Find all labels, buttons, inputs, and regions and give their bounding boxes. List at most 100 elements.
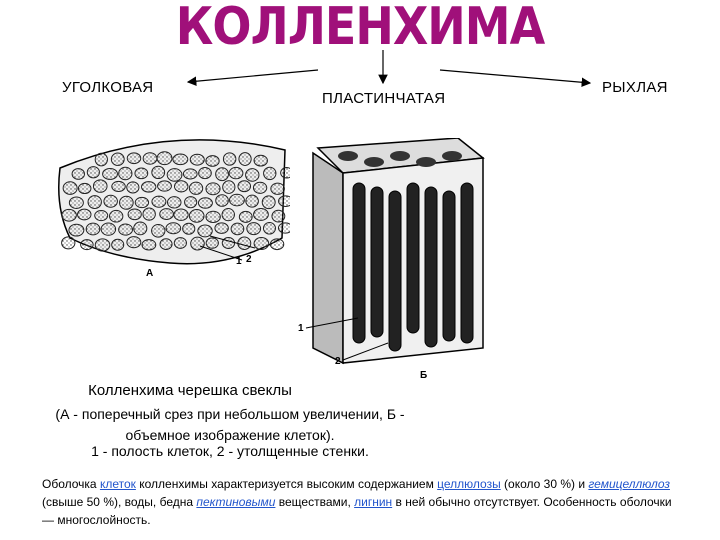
cell xyxy=(68,223,85,237)
cell xyxy=(94,209,109,222)
cell xyxy=(205,237,219,249)
cells-b xyxy=(338,151,474,352)
desc-text-5: веществами, xyxy=(275,495,355,509)
cell xyxy=(87,195,102,209)
desc-text-6: в ней обычно отсутствует. Особенность об… xyxy=(42,495,672,527)
link-cellulose[interactable]: целлюлозы xyxy=(437,477,501,491)
cell xyxy=(85,222,101,236)
cell xyxy=(77,208,92,221)
cell xyxy=(205,155,220,167)
cell xyxy=(126,152,142,165)
cell-column xyxy=(370,186,384,338)
cell xyxy=(238,210,253,223)
cell xyxy=(278,195,290,207)
cell xyxy=(92,179,108,193)
cell xyxy=(157,180,172,192)
cell xyxy=(172,153,189,166)
cell xyxy=(253,208,269,221)
cell xyxy=(270,182,285,195)
cell xyxy=(182,168,198,180)
cell xyxy=(165,222,182,235)
cell xyxy=(280,167,290,179)
cell xyxy=(173,180,189,193)
callout-line-b2 xyxy=(342,342,389,361)
cell xyxy=(237,236,252,250)
figure-a-cross-section xyxy=(58,139,290,265)
callout-a-2: 2 xyxy=(246,254,252,265)
caption-title: Колленхима черешка свеклы xyxy=(88,382,292,399)
callout-line-2 xyxy=(209,235,256,249)
cell xyxy=(252,181,268,194)
cell xyxy=(151,223,166,238)
cell xyxy=(197,197,213,209)
page-title: КОЛЛЕНХИМА xyxy=(175,0,545,57)
cell xyxy=(102,167,118,180)
cell xyxy=(263,166,277,181)
cell xyxy=(188,208,205,223)
cell xyxy=(221,236,236,249)
cell xyxy=(86,166,100,179)
cell-top xyxy=(416,157,436,167)
cell xyxy=(188,181,204,195)
cell-top xyxy=(364,157,384,167)
cell xyxy=(94,152,108,167)
link-pectin[interactable]: пектиновыми xyxy=(196,495,276,509)
cell xyxy=(229,193,245,207)
cell xyxy=(182,222,196,235)
cell xyxy=(222,152,237,166)
figure-b-label: Б xyxy=(420,370,428,381)
cell xyxy=(246,222,262,236)
cell xyxy=(166,196,182,209)
cell xyxy=(184,196,198,209)
cell xyxy=(127,208,142,221)
desc-text-2: колленхимы характеризуется высоким содер… xyxy=(135,477,438,491)
cell xyxy=(77,182,92,195)
cell xyxy=(151,195,167,208)
arrow-right xyxy=(439,69,592,88)
caption-legend: 1 - полость клеток, 2 - утолщенные стенк… xyxy=(91,443,369,459)
cell xyxy=(214,222,229,234)
cell xyxy=(68,196,84,209)
figure-b-volumetric xyxy=(305,138,485,365)
cell xyxy=(126,181,140,194)
cell xyxy=(271,209,286,223)
link-hemicellulose[interactable]: гемицеллюлоз xyxy=(588,477,670,491)
cell xyxy=(134,167,149,180)
cell xyxy=(100,222,117,236)
cell-top xyxy=(338,151,358,161)
cell xyxy=(61,236,76,250)
callout-b-2: 2 xyxy=(335,356,341,367)
cell xyxy=(71,168,85,180)
link-cells[interactable]: клеток xyxy=(99,477,136,491)
cell xyxy=(108,209,124,223)
cell xyxy=(118,223,133,236)
branch-lamellar: ПЛАСТИНЧАТАЯ xyxy=(322,90,446,107)
cell xyxy=(118,166,133,181)
cell xyxy=(111,180,126,193)
cell xyxy=(110,152,125,166)
cell xyxy=(215,167,229,182)
cell xyxy=(141,181,157,193)
branch-loose: РЫХЛАЯ xyxy=(602,79,668,96)
cell xyxy=(62,181,78,195)
cell xyxy=(103,194,118,208)
cell xyxy=(222,180,236,194)
cell xyxy=(173,237,187,249)
cell xyxy=(230,222,245,236)
cell-column xyxy=(352,182,366,344)
cell xyxy=(205,210,221,223)
cell-column xyxy=(442,190,456,342)
cell xyxy=(262,222,276,235)
desc-text-3: (около 30 %) и xyxy=(500,477,589,491)
branch-arrows xyxy=(186,50,592,88)
cell xyxy=(159,238,173,250)
cell xyxy=(237,180,252,193)
desc-text-4: (свыше 50 %), воды, бедна xyxy=(42,495,197,509)
cell-column xyxy=(388,190,402,352)
cells-a xyxy=(61,151,290,252)
cell xyxy=(141,239,157,251)
cell-column xyxy=(460,182,474,344)
link-lignin[interactable]: лигнин xyxy=(354,495,393,509)
cell xyxy=(205,182,221,196)
cell xyxy=(269,238,285,251)
